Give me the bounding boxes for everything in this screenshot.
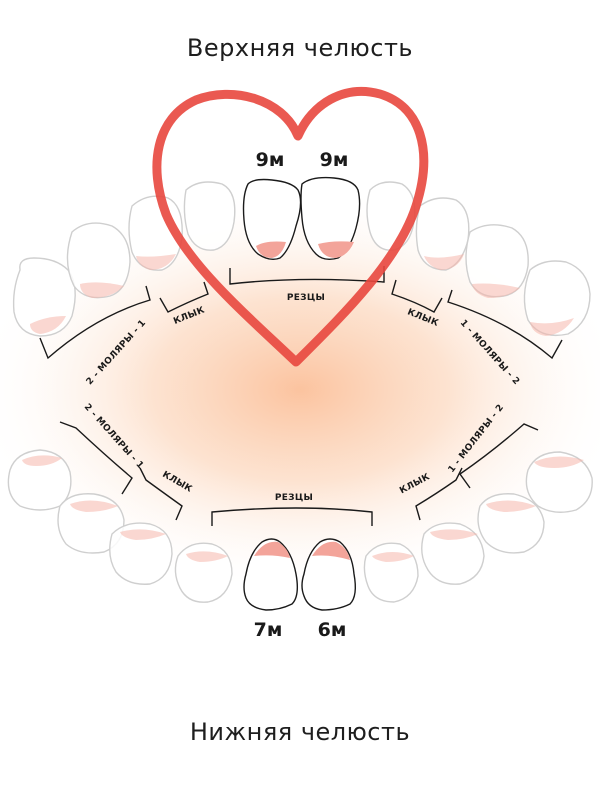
lower-tooth-canine-left: [109, 522, 173, 585]
lower-incisors-bracket: [211, 507, 373, 526]
heart-icon: [152, 86, 429, 367]
lower-faded-gums: [22, 455, 584, 562]
upper-faded-gums: [30, 254, 574, 336]
upper-incisor-left: [242, 178, 302, 261]
upper-molars-right-bracket: [447, 289, 563, 360]
upper-molars-left-bracket: [39, 285, 151, 360]
lower-incisor-left-gum: [254, 541, 290, 558]
upper-incisors-label: РЕЗЦЫ: [287, 293, 325, 303]
lower-tooth-molar-2-left: [7, 449, 72, 511]
upper-tooth-molar-1-left: [66, 222, 131, 299]
upper-tooth-lateral-left: [183, 181, 236, 251]
lower-canine-left-bracket: [139, 467, 183, 521]
lower-right-age-label: 6м: [318, 619, 347, 641]
upper-tooth-molar-1-right: [465, 224, 529, 298]
lower-tooth-canine-right: [421, 522, 485, 585]
upper-right-age-label: 9м: [320, 149, 349, 171]
lower-central-incisors: [243, 538, 357, 611]
upper-incisor-left-gum: [256, 241, 286, 258]
lower-left-age-label: 7м: [254, 619, 283, 641]
lower-incisors-label: РЕЗЦЫ: [275, 493, 313, 503]
lower-brackets: [59, 421, 539, 526]
lower-molars-left-bracket: [59, 421, 133, 495]
upper-canine-right-bracket: [391, 279, 443, 313]
upper-central-incisors: [242, 176, 361, 261]
lower-jaw-title: Нижняя челюсть: [189, 718, 411, 746]
upper-canine-left-bracket: [159, 281, 209, 313]
upper-brackets: [39, 266, 563, 360]
upper-tooth-molar-2-right: [523, 260, 591, 337]
upper-incisor-right-gum: [318, 241, 354, 258]
orange-glow: [0, 170, 600, 610]
lower-incisor-right-gum: [312, 541, 350, 560]
lower-molars-right-bracket: [459, 423, 539, 489]
upper-jaw-title: Верхняя челюсть: [186, 34, 414, 62]
upper-left-age-label: 9м: [256, 149, 285, 171]
lower-tooth-molar-2-right: [525, 451, 593, 513]
lower-canine-right-bracket: [415, 467, 463, 521]
